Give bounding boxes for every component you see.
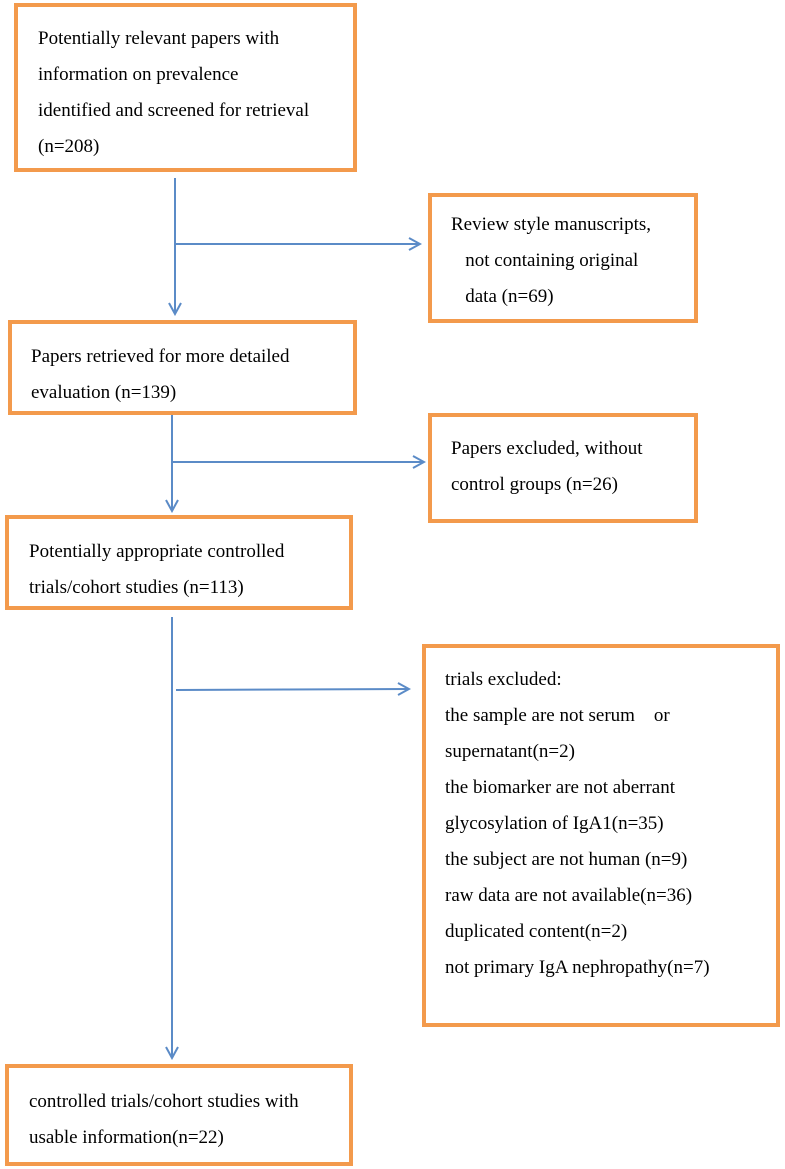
box-line: Potentially appropriate controlled [29, 541, 285, 562]
box-line: Review style manuscripts, [451, 214, 651, 235]
identified-box: Potentially relevant papers with informa… [14, 3, 357, 172]
box-line: not primary IgA nephropathy(n=7) [445, 957, 710, 978]
box-line: Potentially relevant papers with [38, 28, 280, 49]
included-box: controlled trials/cohort studies with us… [5, 1064, 353, 1166]
box-line: the biomarker are not aberrant [445, 777, 675, 798]
box-line: identified and screened for retrieval [38, 100, 310, 121]
box-line: the subject are not human (n=9) [445, 849, 688, 870]
box-line: duplicated content(n=2) [445, 921, 628, 942]
box-line: information on prevalence [38, 64, 239, 85]
box-line: trials/cohort studies (n=113) [29, 577, 244, 598]
trials-excluded-box: trials excluded: the sample are not seru… [422, 644, 780, 1027]
box-line: supernatant(n=2) [445, 741, 575, 762]
box-line: Papers retrieved for more detailed [31, 346, 290, 367]
box-line: raw data are not available(n=36) [445, 885, 693, 906]
box-line: glycosylation of IgA1(n=35) [445, 813, 664, 834]
box-line: usable information(n=22) [29, 1127, 224, 1148]
retrieved-box: Papers retrieved for more detailed evalu… [8, 320, 357, 415]
box-line: the sample are not serum or [445, 705, 670, 726]
box-line: Papers excluded, without [451, 438, 643, 459]
review-excluded-box: Review style manuscripts, not containing… [428, 193, 698, 323]
box-line: evaluation (n=139) [31, 382, 177, 403]
box-line: trials excluded: [445, 669, 562, 690]
arrow-to-trials-excluded [175, 689, 409, 690]
no-control-excluded-box: Papers excluded, without control groups … [428, 413, 698, 523]
box-line: data (n=69) [451, 286, 554, 307]
appropriate-box: Potentially appropriate controlled trial… [5, 515, 353, 610]
box-line: (n=208) [38, 136, 100, 157]
box-line: controlled trials/cohort studies with [29, 1091, 299, 1112]
box-line: control groups (n=26) [451, 474, 618, 495]
box-line: not containing original [451, 250, 639, 271]
